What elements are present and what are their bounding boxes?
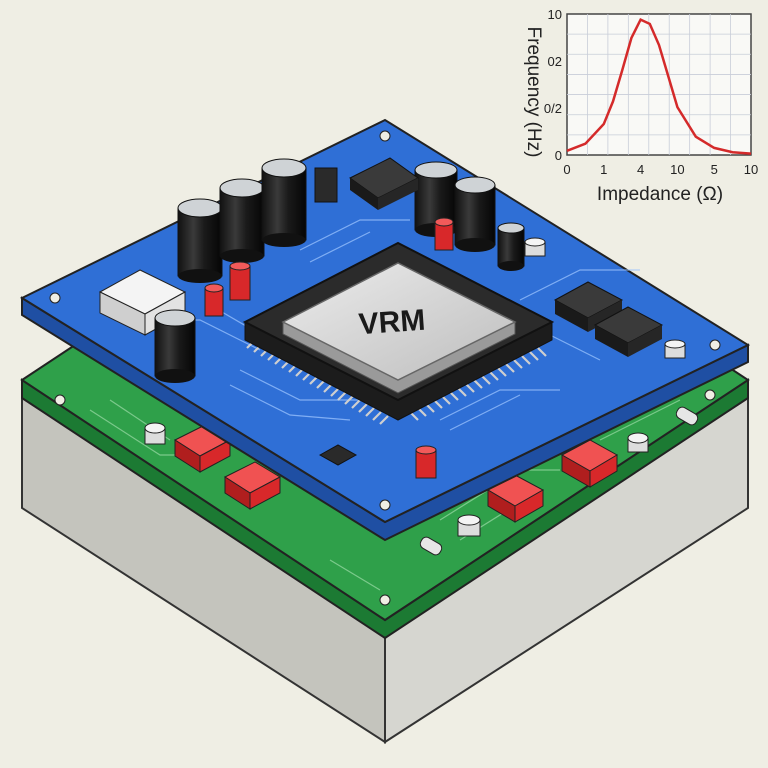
mounting-hole [379,130,391,142]
mounting-hole [709,339,721,351]
chart-grid [567,14,751,155]
small-capacitor [457,514,481,537]
vrm-chip: VRM [242,241,555,425]
chip-pins [246,339,547,425]
chart-x-tick-label: 10 [744,162,758,177]
red-component [223,461,282,510]
chart-y-ticks: 0 0/2 02 10 [544,7,562,163]
small-ic [593,306,664,357]
mounting-hole [49,292,61,304]
electrolytic-capacitor [177,198,223,283]
chart-series-line [566,17,752,155]
red-resistor [434,217,454,251]
small-capacitor [627,432,649,453]
chart-y-tick-label: 02 [548,54,562,69]
transistor [314,167,338,203]
chart-x-tick-label: 10 [670,162,684,177]
mounting-hole [704,389,716,401]
electrolytic-capacitor [219,178,265,263]
red-resistor [204,283,224,317]
electrolytic-capacitor [261,158,307,247]
chip-label: VRM [358,304,427,342]
mounting-hole [379,594,391,606]
chart-y-tick-label: 0/2 [544,101,562,116]
chart-y-tick-label: 10 [548,7,562,22]
electrolytic-capacitor [454,176,496,252]
red-resistor [415,445,437,479]
mounting-hole [54,394,66,406]
chart-x-axis-label: Impedance (Ω) [597,184,723,205]
red-component [560,439,619,488]
red-component [486,474,545,523]
chart-y-axis-label: Frequency (Hz) [523,27,544,158]
mounting-hole [379,499,391,511]
diode [419,536,443,556]
transistor [318,444,358,466]
diode [675,406,699,426]
electrolytic-capacitor [497,222,525,271]
small-capacitor [664,339,686,359]
chart-x-tick-label: 5 [711,162,718,177]
chip-lid [281,262,517,381]
chart-x-ticks: 0 1 4 10 5 10 [563,162,758,177]
small-ic [349,157,419,210]
small-capacitor [144,422,166,445]
chart-x-tick-label: 1 [600,162,607,177]
chart-y-tick-label: 0 [555,148,562,163]
small-capacitor [524,237,546,257]
impedance-chart: 0 1 4 10 5 10 0 0/2 02 10 Impedance (Ω) Frequenc… [523,7,758,205]
red-resistor [229,261,251,301]
chart-x-tick-label: 0 [563,162,570,177]
chart-x-tick-label: 4 [637,162,644,177]
electrolytic-capacitor [154,309,196,383]
blue-pcb: VRM [19,118,751,542]
